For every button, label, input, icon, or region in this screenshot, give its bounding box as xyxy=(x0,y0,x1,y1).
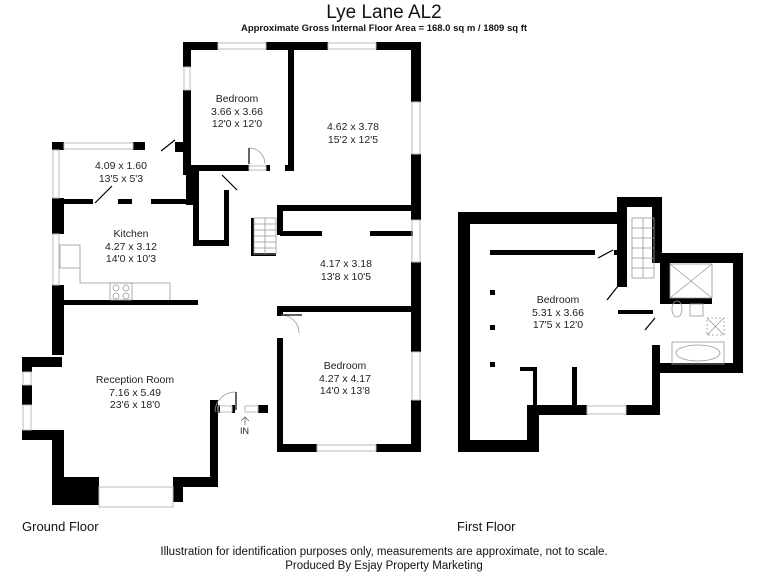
windows xyxy=(22,42,627,508)
room-metric: 4.17 x 3.18 xyxy=(320,258,372,270)
room-name: Bedroom xyxy=(536,294,580,306)
room-imperial: 17'5 x 12'0 xyxy=(532,319,584,331)
door-leaves xyxy=(94,139,656,410)
ground-floor-label: Ground Floor xyxy=(22,519,99,534)
floor-area-subtitle: Approximate Gross Internal Floor Area = … xyxy=(240,23,528,34)
room-4-62x3-78: 4.62 x 3.78 15'2 x 12'5 xyxy=(327,121,379,146)
room-name: Kitchen xyxy=(113,228,149,240)
room-bedroom-2: Bedroom 4.27 x 4.17 14'0 x 13'8 xyxy=(319,360,371,398)
room-metric: 4.27 x 3.12 xyxy=(105,240,157,253)
room-4-09x1-60: 4.09 x 1.60 13'5 x 5'3 xyxy=(95,160,147,185)
room-first-floor-bedroom: Bedroom 5.31 x 3.66 17'5 x 12'0 xyxy=(532,294,584,332)
room-imperial: 15'2 x 12'5 xyxy=(327,133,379,146)
room-imperial: 14'0 x 13'8 xyxy=(319,385,371,397)
credit-text: Produced By Esjay Property Marketing xyxy=(285,560,483,572)
room-metric: 4.09 x 1.60 xyxy=(95,160,147,172)
room-name: Bedroom xyxy=(323,360,367,372)
room-4-17x3-18: 4.17 x 3.18 13'8 x 10'5 xyxy=(320,258,372,283)
room-metric: 4.62 x 3.78 xyxy=(327,121,379,133)
room-imperial: 12'0 x 12'0 xyxy=(211,118,263,130)
plan-title: Lye Lane AL2 xyxy=(326,2,442,23)
fixtures xyxy=(59,147,725,413)
room-name: Bedroom xyxy=(215,93,259,105)
entrance-label: IN xyxy=(240,426,249,436)
room-metric: 4.27 x 4.17 xyxy=(319,372,371,385)
room-imperial: 23'6 x 18'0 xyxy=(109,399,161,411)
room-imperial: 14'0 x 10'3 xyxy=(105,253,157,265)
in-arrow xyxy=(240,416,250,425)
room-imperial: 13'8 x 10'5 xyxy=(320,270,372,283)
first-floor-label: First Floor xyxy=(457,519,516,534)
ground-floor-walls xyxy=(22,42,743,505)
room-metric: 5.31 x 3.66 xyxy=(532,306,584,319)
room-imperial: 13'5 x 5'3 xyxy=(98,172,144,185)
room-bedroom-1: Bedroom 3.66 x 3.66 12'0 x 12'0 xyxy=(211,93,263,131)
room-metric: 7.16 x 5.49 xyxy=(109,386,161,399)
room-metric: 3.66 x 3.66 xyxy=(211,105,263,118)
room-reception: Reception Room 7.16 x 5.49 23'6 x 18'0 xyxy=(96,374,174,412)
disclaimer-text: Illustration for identification purposes… xyxy=(160,546,608,558)
room-name: Reception Room xyxy=(95,374,175,386)
room-kitchen: Kitchen 4.27 x 3.12 14'0 x 10'3 xyxy=(105,228,157,266)
